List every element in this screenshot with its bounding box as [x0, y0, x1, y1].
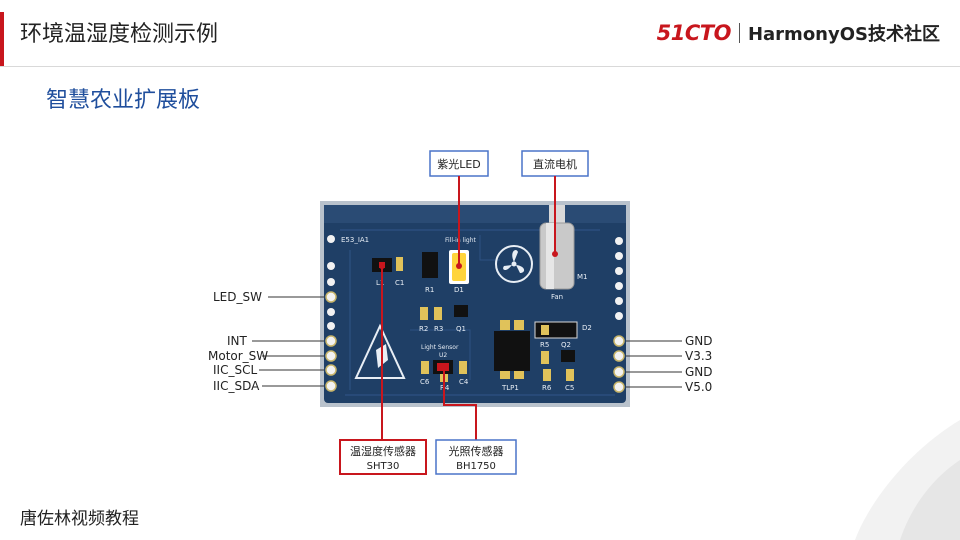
callout-dc-motor-box — [521, 150, 589, 177]
callout-light-box — [435, 439, 517, 475]
pin-label-iic-scl: IIC_SCL — [213, 363, 257, 377]
pcb-traces-2 — [410, 235, 500, 380]
callout-uv-led: 紫光LED — [437, 157, 481, 171]
silk-q2: Q2 — [561, 341, 571, 349]
capacitor-c6-left — [421, 361, 429, 374]
silk-q1: Q1 — [456, 325, 466, 333]
pin-label-led-sw: LED_SW — [213, 290, 262, 304]
callout-temp-line1: 温湿度传感器 — [350, 444, 416, 458]
resistor-r1 — [422, 252, 438, 278]
callout-dc-motor: 直流电机 — [533, 157, 577, 171]
corner-decoration — [855, 420, 960, 540]
silk-fill-light: Fill-in light — [445, 237, 477, 244]
silk-r6: R6 — [542, 384, 552, 392]
transistor-q1 — [454, 305, 468, 317]
transistor-q2 — [561, 350, 575, 362]
logo-separator — [738, 23, 740, 43]
header-divider — [0, 66, 960, 67]
silk-c1: C1 — [395, 279, 404, 287]
silk-l1: L1 — [376, 279, 384, 287]
capacitor-c5 — [566, 369, 574, 381]
silk-fan: Fan — [551, 293, 563, 301]
callout-temp-line2: SHT30 — [367, 461, 400, 472]
pin-label-v50: V5.0 — [685, 380, 712, 394]
capacitor-c1 — [396, 257, 403, 271]
resistor-r2 — [420, 307, 428, 320]
fan-icon — [495, 245, 533, 283]
page-title: 环境温湿度检测示例 — [20, 22, 219, 47]
left-header — [325, 262, 337, 392]
silk-r3: R3 — [434, 325, 443, 333]
board-name: E53_IA1 — [341, 236, 369, 244]
silk-m1: M1 — [577, 273, 588, 281]
callout-light-line2: BH1750 — [456, 461, 496, 472]
relay-tlp1 — [494, 320, 530, 379]
logo-text: HarmonyOS技术社区 — [747, 24, 940, 45]
silk-r5: R5 — [540, 341, 549, 349]
mounting-hole — [327, 235, 335, 243]
silk-d2: D2 — [582, 324, 592, 332]
capacitor-c4 — [459, 361, 467, 374]
pin-label-int: INT — [227, 334, 248, 348]
callout-light-line1: 光照传感器 — [449, 444, 504, 458]
silk-light-sensor: Light Sensor — [421, 344, 459, 351]
callout-light-line — [443, 368, 477, 440]
silk-r2: R2 — [419, 325, 428, 333]
pin-label-v33: V3.3 — [685, 349, 712, 363]
logo-brand: 51CTO — [656, 21, 732, 45]
left-pin-leaders — [252, 296, 324, 387]
silk-r1: R1 — [425, 286, 434, 294]
section-subtitle: 智慧农业扩展板 — [46, 88, 201, 113]
logo: 51CTO HarmonyOS技术社区 — [657, 20, 940, 46]
title-accent-bar — [0, 12, 4, 66]
pcb-board — [324, 205, 626, 403]
resistor-r5 — [541, 351, 549, 364]
resistor-r6 — [543, 369, 551, 381]
resistor-r3 — [434, 307, 442, 320]
silk-u2: U2 — [439, 352, 447, 359]
silk-c4: C4 — [459, 378, 469, 386]
pin-label-motor-sw: Motor_SW — [208, 349, 268, 363]
callout-temp-box — [339, 439, 427, 475]
board-top-strip — [324, 205, 626, 223]
callout-uv-led-box — [429, 150, 489, 177]
pin-label-iic-sda: IIC_SDA — [213, 379, 260, 393]
pin-label-gnd-1: GND — [685, 334, 713, 348]
silk-d1: D1 — [454, 286, 464, 294]
silk-c5: C5 — [565, 384, 574, 392]
silk-c6: C6 — [420, 378, 430, 386]
right-header — [613, 237, 625, 393]
silk-tlp1: TLP1 — [501, 384, 519, 392]
footer-credit: 唐佐林视频教程 — [20, 509, 139, 529]
pin-label-gnd-2: GND — [685, 365, 713, 379]
right-pin-leaders — [626, 340, 682, 388]
